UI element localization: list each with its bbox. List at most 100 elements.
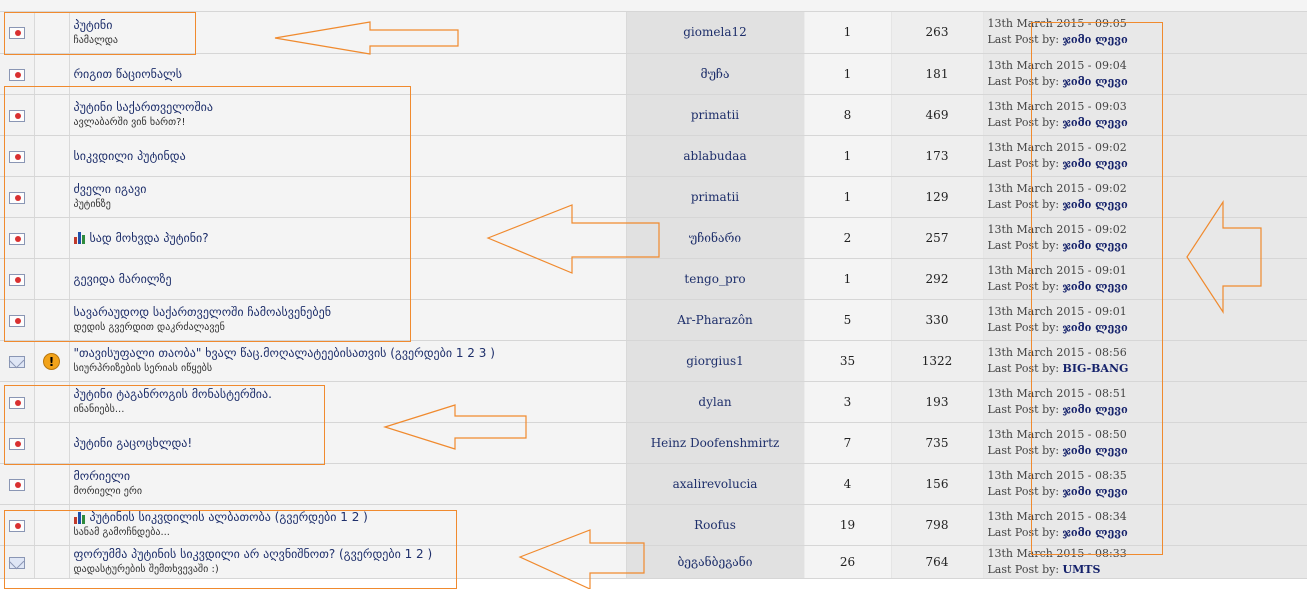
topic-flag-cell: ! [34,340,70,382]
last-post-date[interactable]: 13th March 2015 - 08:34 [987,509,1127,523]
topic-title-link[interactable]: პუტინი ტაგანროგის მონასტერშია. [73,387,272,401]
last-post-date[interactable]: 13th March 2015 - 09:01 [987,304,1127,318]
topic-replies[interactable]: 2 [804,217,892,259]
last-post-date[interactable]: 13th March 2015 - 09:03 [987,99,1127,113]
topic-flag-cell [34,258,70,300]
last-post-label: Last Post by: [987,279,1060,293]
last-post-author[interactable]: UMTS [1062,562,1101,576]
topic-description: დადასტურების შემთხვევაში :) [73,564,219,575]
topic-author[interactable]: primatii [626,94,805,136]
last-post-author[interactable]: ჯიმი ლევი [1062,197,1128,211]
topic-replies[interactable]: 35 [804,340,892,382]
last-post-author[interactable]: ჯიმი ლევი [1062,320,1128,334]
topic-author[interactable]: ბეგანბეგანი [626,545,805,579]
last-post-date[interactable]: 13th March 2015 - 08:50 [987,427,1127,441]
topic-replies[interactable]: 1 [804,258,892,300]
topic-author[interactable]: tengo_pro [626,258,805,300]
topic-title-link[interactable]: პუტინი [73,17,113,32]
topic-author[interactable]: Ar-Pharazôn [626,299,805,341]
topic-author[interactable]: giomela12 [626,12,805,54]
last-post-author[interactable]: ჯიმი ლევი [1062,238,1128,252]
topic-author[interactable]: primatii [626,176,805,218]
topic-replies[interactable]: 1 [804,53,892,95]
topic-author[interactable]: Heinz Doofenshmirtz [626,422,805,464]
last-post-date[interactable]: 13th March 2015 - 09:05 [987,17,1127,31]
topic-title-link[interactable]: სავარაუდოდ საქართველოში ჩამოასვენებენ [73,305,331,319]
topic-row[interactable]: პუტინის სიკვდილის ალბათობა (გვერდები 1 2… [0,504,1307,546]
last-post-date[interactable]: 13th March 2015 - 09:04 [987,58,1127,72]
topic-title-link[interactable]: სად მოხვდა პუტინი? [89,230,209,245]
last-post-author[interactable]: BIG-BANG [1062,361,1129,375]
topic-row[interactable]: !"თავისუფალი თაობა" ხვალ წაც.მოღალატეები… [0,340,1307,382]
topic-title-link[interactable]: პუტინის სიკვდილის ალბათობა (გვერდები 1 2… [89,510,368,524]
topic-flag-cell [34,94,70,136]
topic-title-link[interactable]: მორიელი [73,469,131,483]
last-post-date[interactable]: 13th March 2015 - 09:02 [987,181,1127,195]
last-post-date[interactable]: 13th March 2015 - 08:56 [987,345,1127,359]
topic-author[interactable]: dylan [626,381,805,423]
topic-flag-cell [34,217,70,259]
topic-replies[interactable]: 1 [804,176,892,218]
last-post-author[interactable]: ჯიმი ლევი [1062,443,1128,457]
topic-replies[interactable]: 1 [804,12,892,54]
topic-title-link[interactable]: გევიდა მარილზე [73,271,172,286]
topic-replies[interactable]: 1 [804,135,892,177]
last-post-author[interactable]: ჯიმი ლევი [1062,279,1128,293]
last-post-date[interactable]: 13th March 2015 - 09:01 [987,263,1127,277]
last-post-author[interactable]: ჯიმი ლევი [1062,156,1128,170]
topic-replies[interactable]: 26 [804,545,892,579]
last-post-author[interactable]: ჯიმი ლევი [1062,115,1128,129]
topic-author[interactable]: ablabudaa [626,135,805,177]
last-post-date[interactable]: 13th March 2015 - 08:35 [987,468,1127,482]
topic-replies[interactable]: 19 [804,504,892,546]
topic-author[interactable]: axalirevolucia [626,463,805,505]
topic-flag-cell [34,381,70,423]
topic-views: 263 [891,12,984,54]
last-post-date[interactable]: 13th March 2015 - 08:33 [987,546,1127,560]
last-post-label: Last Post by: [987,156,1060,170]
topic-row[interactable]: ფორუმმა პუტინის სიკვდილი არ აღვნიშნოთ? (… [0,545,1307,579]
last-post-date[interactable]: 13th March 2015 - 09:02 [987,222,1127,236]
topic-replies[interactable]: 3 [804,381,892,423]
last-post-author[interactable]: ჯიმი ლევი [1062,525,1128,539]
topic-title-link[interactable]: სიკვდილი პუტინდა [73,148,186,163]
topic-author[interactable]: giorgius1 [626,340,805,382]
topic-title-link[interactable]: "თავისუფალი თაობა" ხვალ წაც.მოღალატეების… [73,346,495,360]
last-post-date[interactable]: 13th March 2015 - 09:02 [987,140,1127,154]
topic-flag-cell [34,504,70,546]
last-post-label: Last Post by: [987,361,1060,375]
topic-views: 735 [891,422,984,464]
topic-replies[interactable]: 7 [804,422,892,464]
topic-replies[interactable]: 8 [804,94,892,136]
topic-author[interactable]: უჩინარი [626,217,805,259]
topic-author[interactable]: მუჩა [626,53,805,95]
last-post-author[interactable]: ჯიმი ლევი [1062,484,1128,498]
last-post-author[interactable]: ჯიმი ლევი [1062,402,1128,416]
topic-replies[interactable]: 4 [804,463,892,505]
topic-title-link[interactable]: პუტინი გაცოცხლდა! [73,435,193,450]
sealed-envelope-icon [8,232,25,245]
topic-title-link[interactable]: რიგით წაციონალს [73,66,183,81]
topic-title-link[interactable]: ფორუმმა პუტინის სიკვდილი არ აღვნიშნოთ? (… [73,547,433,561]
topic-row[interactable]: პუტინი ტაგანროგის მონასტერშია.ინანიებს..… [0,381,1307,423]
topic-title-link[interactable]: პუტინი საქართველოშია [73,100,213,114]
last-post-author[interactable]: ჯიმი ლევი [1062,74,1128,88]
topic-title-link[interactable]: ძველი იგავი [73,182,147,196]
last-post-date[interactable]: 13th March 2015 - 08:51 [987,386,1127,400]
topic-replies[interactable]: 5 [804,299,892,341]
last-post-author[interactable]: ჯიმი ლევი [1062,33,1128,47]
topic-author[interactable]: Roofus [626,504,805,546]
